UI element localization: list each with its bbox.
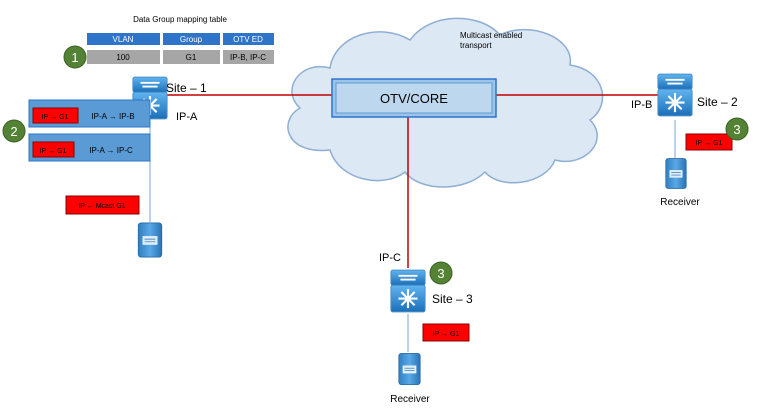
table-cell-vlan: 100 — [116, 53, 130, 62]
table-header-group: Group — [180, 35, 203, 44]
core-box: OTV/CORE — [331, 78, 497, 118]
links — [160, 94, 658, 268]
core-label: OTV/CORE — [380, 91, 448, 106]
step-badge-1-label: 1 — [71, 50, 78, 65]
table-header-vlan: VLAN — [113, 35, 134, 44]
site-2: Site – 2 IP-B IP → G1 Receiver — [631, 72, 738, 208]
site2-receiver-icon — [665, 158, 687, 189]
site-1: Site – 1 IP-A IP → G1 IP-A → IP-B IP → G… — [28, 75, 207, 258]
site2-ip: IP-B — [631, 99, 652, 111]
site1-source-flow-box — [65, 195, 140, 215]
site1-encap-b-outer: IP-A → IP-B — [91, 112, 134, 121]
table-cell-group-bg — [163, 50, 220, 64]
site2-receiver-label: Receiver — [660, 197, 700, 208]
site3-flow-box — [422, 323, 470, 342]
table-header-vlan-cell — [87, 33, 160, 45]
mapping-table: Data Group mapping table VLAN Group OTV … — [87, 15, 274, 64]
site2-flow: IP → G1 — [696, 140, 723, 147]
site3-switch-icon — [389, 268, 427, 314]
table-header-otv-ed: OTV ED — [233, 35, 263, 44]
site1-source-flow: IP ← Mcast G1 — [78, 203, 125, 210]
site1-ip: IP-A — [176, 111, 198, 123]
site1-encap-b-inner: IP → G1 — [42, 114, 69, 121]
step-badge-3-site3-label: 3 — [437, 266, 444, 281]
site3-ip: IP-C — [379, 252, 401, 264]
cloud-note-line1: Multicast enabled — [460, 31, 522, 40]
site1-encap-b-inner-box — [32, 107, 79, 124]
site2-switch-icon — [656, 72, 694, 118]
table-cell-group: G1 — [186, 53, 197, 62]
site3-receiver-icon — [398, 352, 421, 386]
cloud-note-line2: transport — [460, 41, 492, 50]
site1-encap-c-inner: IP → G1 — [40, 148, 67, 155]
table-cell-otv-bg — [223, 50, 274, 64]
step-badge-3-site2-label: 3 — [733, 122, 740, 137]
step-badge-2: 2 — [2, 119, 26, 143]
step-badge-1: 1 — [63, 45, 87, 69]
site3-name: Site – 3 — [432, 292, 473, 306]
site1-encap-c-inner-box — [32, 141, 75, 158]
step-badge-3-site3: 3 — [429, 261, 453, 285]
site1-source-server-icon — [137, 222, 163, 258]
site2-flow-box — [685, 133, 733, 151]
site2-name: Site – 2 — [697, 95, 738, 109]
table-header-group-cell — [163, 33, 220, 45]
table-cell-vlan-bg — [87, 50, 160, 64]
step-badge-3-site2: 3 — [725, 117, 749, 141]
table-title: Data Group mapping table — [133, 15, 227, 24]
site1-encap-c-outer: IP-A → IP-C — [89, 146, 133, 155]
site3-receiver-label: Receiver — [390, 394, 430, 405]
table-cell-otv-ed: IP-B, IP-C — [230, 53, 266, 62]
site3-flow: IP → G1 — [433, 331, 460, 338]
step-badge-2-label: 2 — [10, 124, 17, 139]
site-3: IP-C Site – 3 IP → G1 Receiver — [379, 252, 473, 405]
table-header-otv-cell — [223, 33, 274, 45]
site1-name: Site – 1 — [166, 81, 207, 95]
